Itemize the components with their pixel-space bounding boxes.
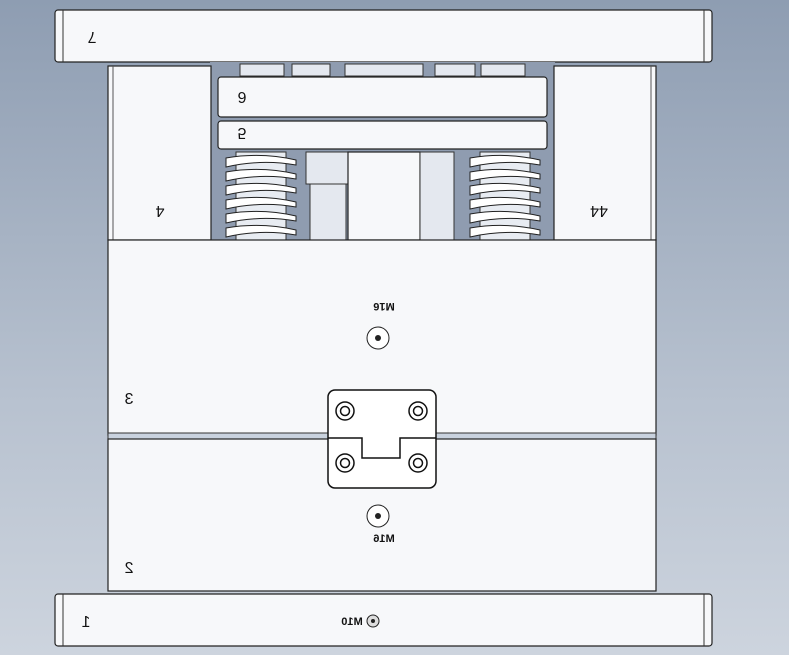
spring-coil xyxy=(469,210,541,224)
spring-coil xyxy=(225,210,297,224)
part-label-1: 1 xyxy=(81,614,90,631)
spring-coil xyxy=(469,168,541,182)
spring-coil xyxy=(469,154,541,168)
eyebolt-hole-icon xyxy=(366,326,390,350)
part-label-5: 5 xyxy=(238,124,247,141)
spring-coil xyxy=(225,182,297,196)
part-label-2: 2 xyxy=(124,560,133,577)
part-label-4: 4 xyxy=(155,202,164,219)
spring-coil xyxy=(469,182,541,196)
part-label-3: 3 xyxy=(124,391,133,408)
spacer-block-left[interactable]: 4 xyxy=(107,65,212,241)
spring-right xyxy=(469,151,541,241)
thread-label-top: M16 xyxy=(373,300,394,312)
spring-coil xyxy=(469,224,541,238)
spring-left xyxy=(225,151,297,241)
eyebolt-hole-icon xyxy=(366,614,380,628)
part-label-44: 44 xyxy=(590,202,608,219)
spring-coil xyxy=(225,168,297,182)
part-label-6: 6 xyxy=(237,88,246,105)
bottom-clamp-plate[interactable]: 1 M10 xyxy=(54,593,713,647)
spring-coil xyxy=(225,196,297,210)
spacer-block-right[interactable]: 44 xyxy=(553,65,657,241)
spring-coil xyxy=(469,196,541,210)
interlock-block xyxy=(327,389,437,489)
thread-label-clamp: M10 xyxy=(341,616,362,628)
ejector-plate-5[interactable]: 5 xyxy=(217,120,548,150)
thread-label-bottom: M16 xyxy=(373,533,394,545)
top-clamp-plate[interactable]: 7 xyxy=(54,9,713,63)
return-pins xyxy=(239,63,526,77)
ejector-plate-6[interactable]: 6 xyxy=(217,76,548,118)
spring-coil xyxy=(225,224,297,238)
part-label-7: 7 xyxy=(87,28,96,45)
spring-coil xyxy=(225,154,297,168)
eyebolt-hole-icon xyxy=(366,504,390,528)
sprue-bushing xyxy=(305,151,455,241)
